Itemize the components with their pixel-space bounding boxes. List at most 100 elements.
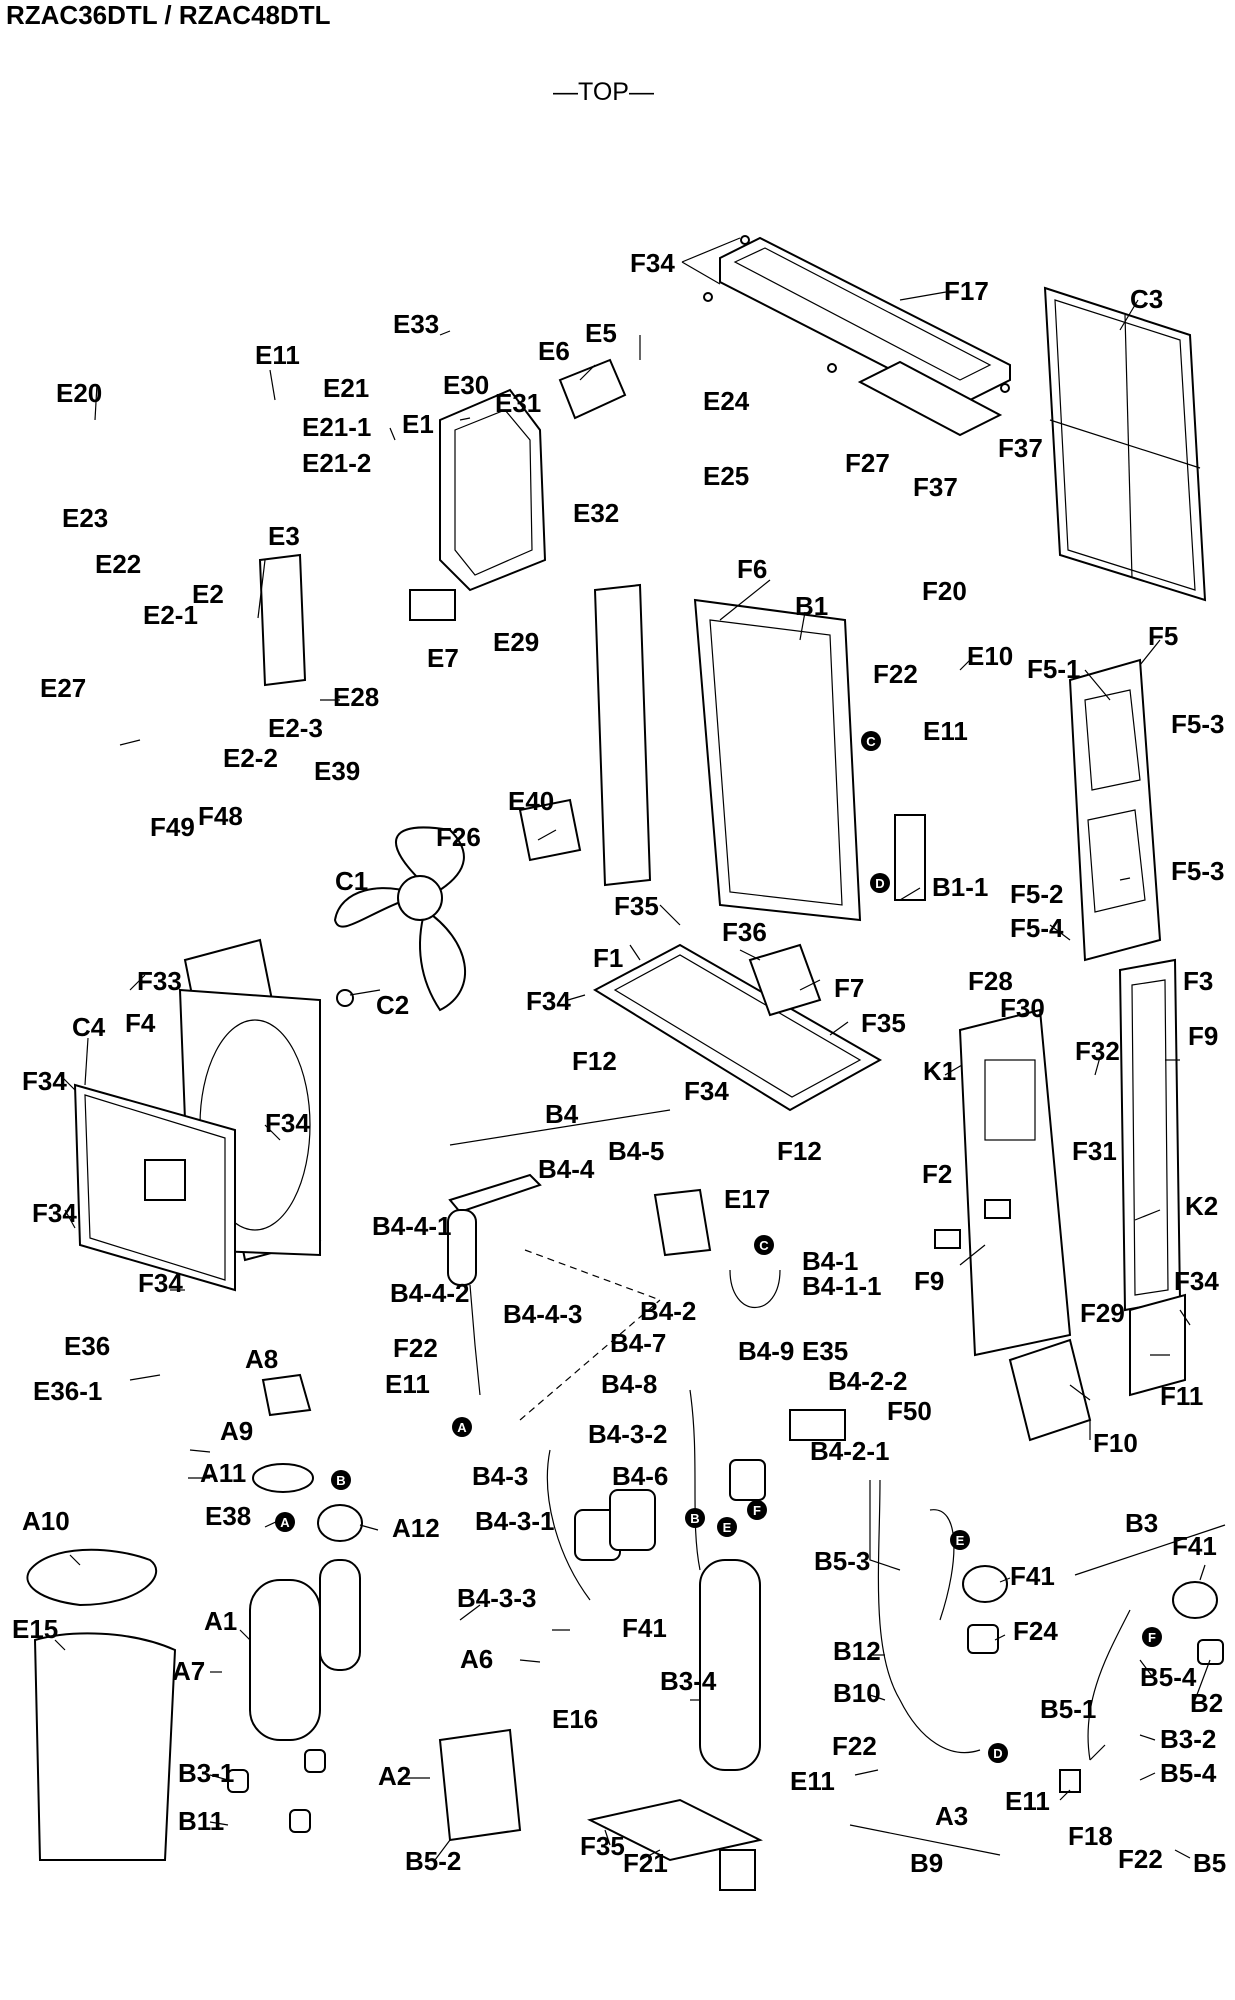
label-B4-5: B4-5 [608,1136,664,1166]
label-B5-1: B10 [833,1678,881,1708]
label-F41: F41 [622,1613,667,1643]
label-B5-4: B12 [833,1636,881,1666]
label-F1: F1 [593,943,623,973]
label-F3: F3 [1183,966,1213,996]
svg-text:B: B [690,1511,699,1526]
label-F34: F34 [526,986,571,1016]
label-F49: F49 [150,812,195,842]
coil-drawing [593,583,926,922]
label-F22: F22 [1118,1844,1163,1874]
label-F2: F2 [922,1159,952,1189]
label-C3: C3 [1130,284,1163,314]
label-F33: F33 [137,966,182,996]
label-B5-2: A3 [935,1801,968,1831]
label-F6: F6 [737,554,767,584]
label-A3: B11 [178,1806,224,1836]
label-E1: E1 [402,409,434,439]
label-B4-3: B4-3 [472,1461,528,1491]
marker-F: F [1142,1627,1162,1647]
label-E36-1: E36-1 [33,1376,102,1406]
label-F50: F50 [887,1396,932,1426]
label-E38: E38 [205,1501,251,1531]
label-F26: F26 [436,822,481,852]
label-E28: E28 [333,682,379,712]
valve-piping-drawing [877,1479,1224,1793]
label-F32: F32 [1075,1036,1120,1066]
label-E21-2: E21-2 [302,448,371,478]
label-E31: E31 [495,388,541,418]
label-A5: A2 [378,1761,411,1791]
label-E24: E24 [703,386,750,416]
label-E17: E17 [724,1184,770,1214]
label-F34: F34 [1174,1266,1219,1296]
label-E11: E11 [255,340,300,370]
label-E11: E11 [790,1766,835,1796]
label-E33: E33 [393,309,439,339]
marker-A: A [452,1417,472,1437]
marker-C: C [861,731,881,751]
label-C2: C2 [376,990,409,1020]
label-B4-4-3: B4-4-3 [503,1299,582,1329]
label-K2: K2 [1185,1191,1218,1221]
label-F22: F22 [873,659,918,689]
label-F5: F5 [1148,621,1178,651]
label-F10: F10 [1093,1428,1138,1458]
label-F5-2: F5-2 [1010,879,1063,909]
marker-D: D [988,1743,1008,1763]
fan-drawing [333,798,582,1012]
marker-B: B [331,1470,351,1490]
label-A12: A12 [392,1513,440,1543]
label-F9: F9 [1188,1021,1218,1051]
label-A2: B3-1 [178,1758,234,1788]
label-F20: F20 [922,576,967,606]
marker-E: E [717,1517,737,1537]
svg-text:D: D [993,1746,1002,1761]
label-B3-4: B5-4 [1140,1662,1197,1692]
label-B4-4-1: B4-4-1 [372,1211,451,1241]
label-E7: E7 [427,643,459,673]
label-E11: E11 [923,716,968,746]
label-F34: F34 [265,1108,310,1138]
label-B3-4: B5-4 [1160,1758,1217,1788]
control-box-drawing [258,358,627,687]
label-F5-1: F5-1 [1027,654,1080,684]
label-F37: F37 [998,433,1043,463]
label-A6: A7 [172,1656,205,1686]
label-B4-6: B4-6 [612,1461,668,1491]
label-F34: F34 [32,1198,77,1228]
label-F35: F35 [614,891,659,921]
label-E2: E2 [192,579,224,609]
label-E12: B5 [1193,1848,1226,1878]
label-E23: E23 [62,503,108,533]
label-A10: A10 [22,1506,70,1536]
compressor-drawing [26,1373,363,1861]
label-B10: E16 [552,1704,598,1734]
view-label: —TOP— [553,78,654,106]
label-B4-4-2: B4-4-2 [390,1278,469,1308]
label-F34: F34 [630,248,675,278]
label-E39: E39 [314,756,360,786]
svg-text:D: D [875,876,884,891]
label-F37: F37 [913,472,958,502]
label-E21: E21 [323,373,369,403]
label-F5-3: F5-3 [1171,709,1224,739]
label-E16: B2 [1190,1688,1223,1718]
svg-text:B: B [336,1473,345,1488]
label-F21: B5-2 [405,1846,461,1876]
label-B11: E11 [1005,1786,1050,1816]
label-B4-1: B4-1 [802,1246,858,1276]
label-B4-9: B4-9 [738,1336,794,1366]
label-K1: K1 [923,1056,956,1086]
label-E11: E11 [385,1369,430,1399]
label-E36: E36 [64,1331,110,1361]
label-F12: F12 [572,1046,617,1076]
label-F7: F7 [834,973,864,1003]
label-E15: F24 [1013,1616,1058,1646]
svg-text:C: C [866,734,876,749]
svg-text:A: A [280,1515,290,1530]
label-B5-3: B5-3 [814,1546,870,1576]
svg-text:F: F [753,1503,761,1518]
label-B5: B9 [910,1848,943,1878]
label-F24: F41 [1010,1561,1055,1591]
rear-grille-drawing [1043,286,1207,602]
